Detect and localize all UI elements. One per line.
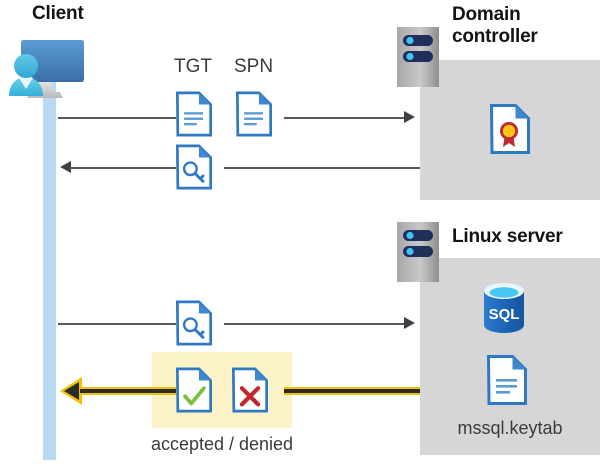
- accepted-document-check-icon: [175, 366, 212, 414]
- sql-database-icon: SQL: [480, 281, 528, 335]
- client-computer-user-icon: [4, 28, 90, 100]
- message-request-arrowhead: [404, 111, 415, 123]
- auth-result-line-left: [80, 387, 176, 395]
- certificate-document-icon: [489, 104, 530, 154]
- keytab-filename-caption: mssql.keytab: [457, 418, 563, 438]
- spn-document-icon: [235, 90, 272, 138]
- message-present-line-right: [224, 323, 405, 325]
- ticket-key-document-icon: [175, 143, 212, 191]
- message-ticket-line-left: [70, 167, 176, 169]
- tgt-document-icon: [175, 90, 212, 138]
- domain-controller-server-icon: [397, 27, 439, 87]
- client-title: Client: [32, 3, 84, 24]
- auth-result-line-right: [284, 387, 420, 395]
- message-ticket-line-right: [224, 167, 420, 169]
- tgt-label: TGT: [174, 56, 212, 77]
- domain-controller-title-line1: Domain: [452, 4, 521, 25]
- message-ticket-arrowhead: [60, 161, 71, 173]
- client-lifeline: [43, 75, 56, 460]
- message-request-line-right: [284, 117, 405, 119]
- domain-controller-title: Domain controller: [452, 4, 600, 48]
- denied-document-x-icon: [231, 366, 268, 414]
- linux-server-server-icon: [397, 222, 439, 282]
- accepted-denied-caption: accepted / denied: [150, 434, 294, 454]
- sql-label: SQL: [489, 306, 520, 323]
- message-present-line-left: [58, 323, 176, 325]
- message-request-line-left: [58, 117, 176, 119]
- linux-server-title: Linux server: [452, 226, 563, 247]
- spn-label: SPN: [234, 56, 274, 77]
- present-key-document-icon: [175, 299, 212, 347]
- auth-result-arrowhead: [60, 377, 82, 405]
- domain-controller-title-line2: controller: [452, 26, 538, 47]
- keytab-document-icon: [486, 355, 527, 405]
- message-present-arrowhead: [404, 317, 415, 329]
